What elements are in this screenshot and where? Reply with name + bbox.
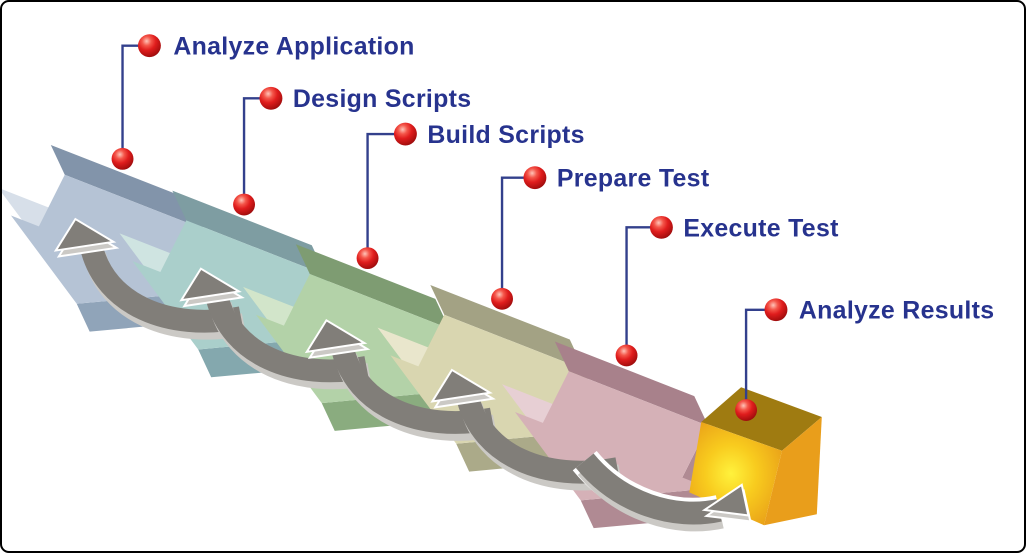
cube-right-face [764, 416, 822, 526]
callout-line [366, 132, 406, 259]
step-label: Analyze Application [173, 33, 414, 61]
step-marker-ball [111, 147, 134, 170]
label-marker-ball [523, 166, 547, 190]
loop-head [701, 483, 750, 517]
step-marker-ball [233, 193, 256, 216]
callout-line [242, 97, 271, 205]
step-label: Prepare Test [557, 165, 710, 193]
callout-design-scripts: Design Scripts [233, 85, 472, 216]
label-marker-ball [393, 122, 417, 146]
callout-line [121, 44, 150, 159]
callout-analyze-results: Analyze Results [735, 297, 994, 421]
loop-arrow-5 [572, 450, 752, 532]
step-label: Execute Test [683, 214, 838, 242]
step-label: Build Scripts [427, 121, 584, 149]
step-label: Design Scripts [293, 85, 472, 113]
step-label: Analyze Results [799, 297, 994, 325]
step-marker-ball [491, 287, 513, 310]
loop-ribbon [575, 453, 722, 525]
step-marker-ball [735, 399, 758, 421]
step-marker-ball [615, 344, 638, 367]
cube-top-face [701, 387, 822, 451]
callout-line [625, 226, 662, 356]
callout-prepare-test: Prepare Test [491, 165, 709, 310]
label-marker-ball [649, 215, 673, 239]
label-marker-ball [259, 86, 283, 110]
callout-build-scripts: Build Scripts [356, 121, 585, 270]
label-marker-ball [764, 298, 788, 322]
callout-line [500, 176, 535, 299]
callout-analyze-application: Analyze Application [111, 33, 414, 170]
callout-execute-test: Execute Test [615, 214, 838, 367]
step-marker-ball [356, 247, 379, 270]
label-marker-ball [137, 34, 161, 58]
